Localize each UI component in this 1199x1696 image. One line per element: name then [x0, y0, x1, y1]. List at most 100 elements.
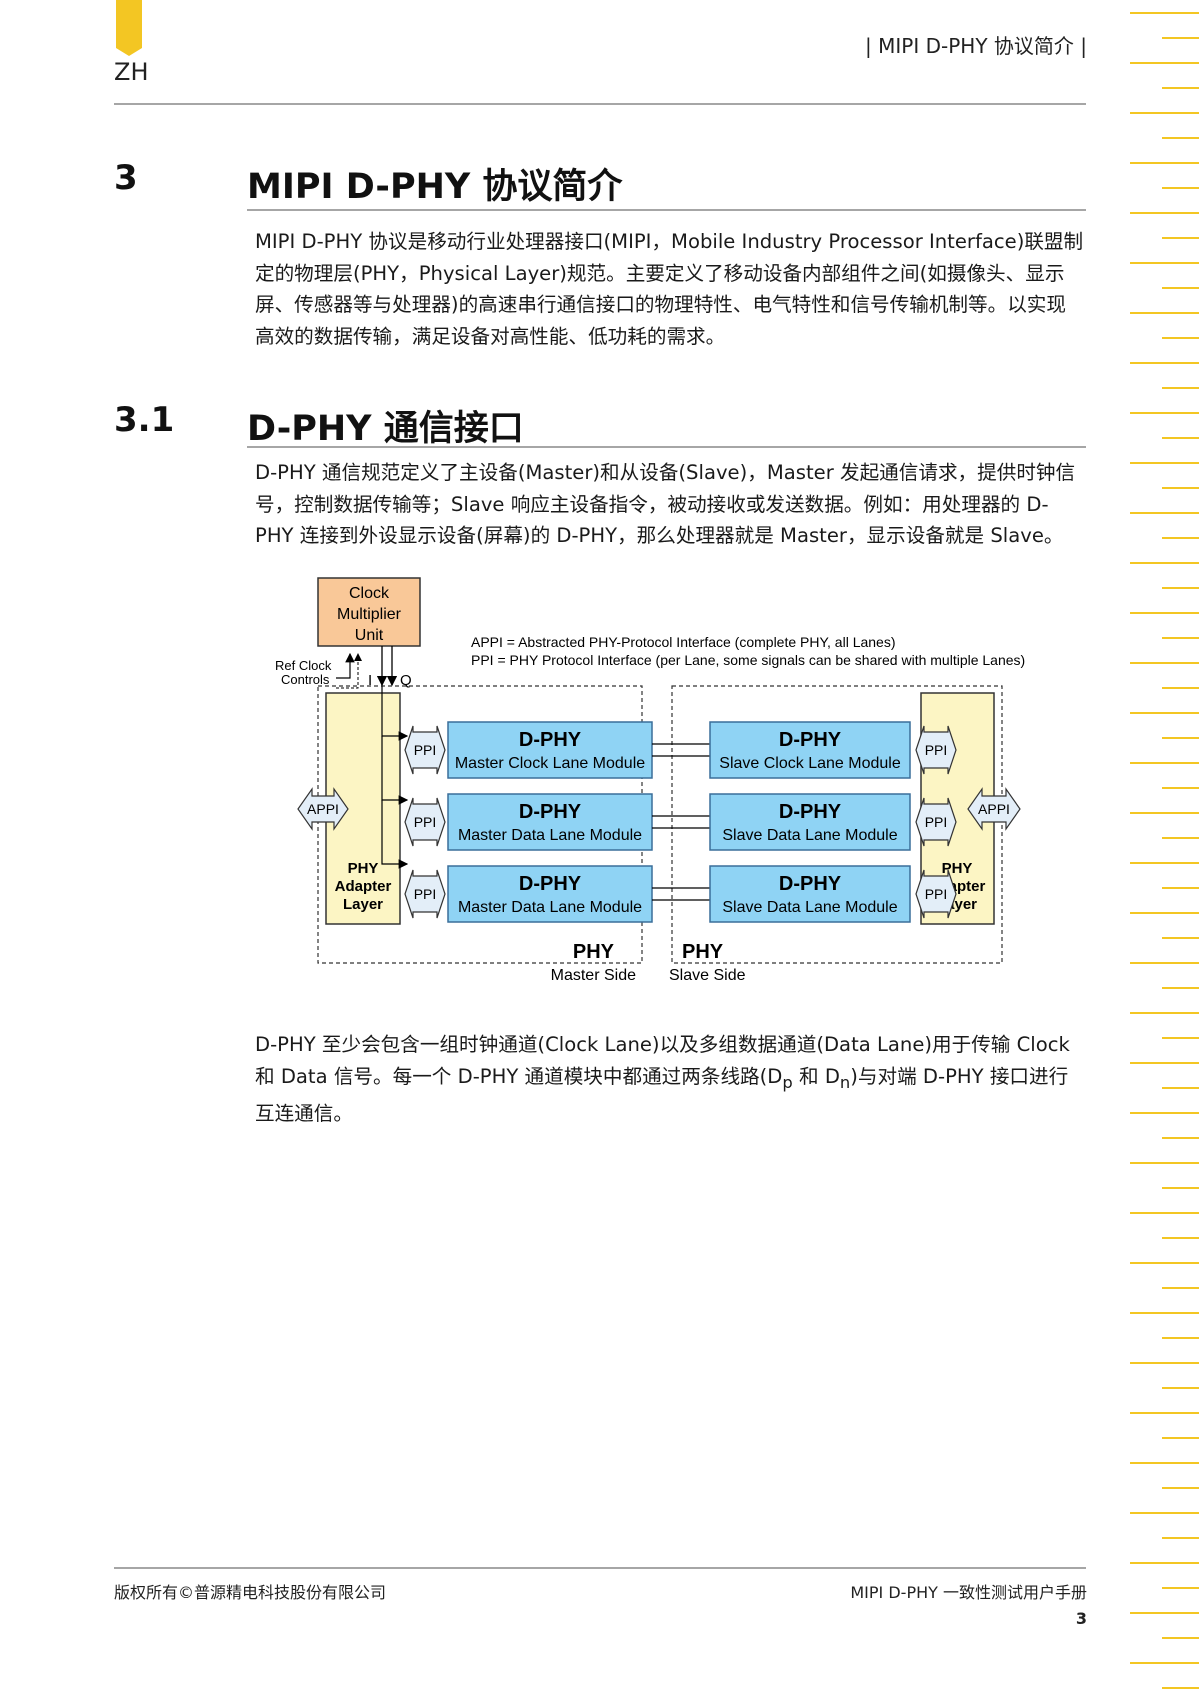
footer-rule	[114, 1567, 1086, 1569]
body-paragraph: MIPI D-PHY 协议是移动行业处理器接口(MIPI，Mobile Indu…	[255, 226, 1085, 352]
paragraph-text: D-PHY 至少会包含一组时钟通道(Clock Lane)以及多组数据通道(Da…	[255, 1033, 1070, 1125]
stripe	[1130, 1062, 1199, 1064]
q-label: Q	[400, 672, 412, 689]
clock-unit-line: Multiplier	[337, 606, 402, 623]
svg-text:APPI: APPI	[978, 801, 1010, 817]
stripe	[1130, 1212, 1199, 1214]
stripe	[1130, 962, 1199, 964]
svg-text:D-PHY: D-PHY	[779, 729, 842, 751]
slave-lane-module: D-PHY Slave Data Lane Module	[709, 865, 911, 923]
stripe	[1130, 212, 1199, 214]
stripe	[1130, 1512, 1199, 1514]
stripe	[1130, 1262, 1199, 1264]
svg-text:PPI: PPI	[414, 814, 437, 830]
stripe	[1130, 612, 1199, 614]
section-title: MIPI D-PHY 协议简介	[247, 167, 623, 207]
stripe	[1130, 1412, 1199, 1414]
svg-text:D-PHY: D-PHY	[779, 873, 842, 895]
stripe	[1130, 162, 1199, 164]
body-paragraph: D-PHY 通信规范定义了主设备(Master)和从设备(Slave)，Mast…	[255, 457, 1085, 552]
master-lane-module: D-PHY Master Clock Lane Module	[447, 721, 653, 779]
language-label: ZH	[114, 58, 149, 86]
stripe	[1162, 87, 1199, 89]
slave-phy-label: PHY	[682, 941, 724, 963]
stripe	[1162, 587, 1199, 589]
stripe	[1130, 1562, 1199, 1564]
subsection-number: 3.1	[114, 400, 175, 440]
svg-text:PHY: PHY	[942, 860, 973, 877]
svg-text:Master Clock Lane Module: Master Clock Lane Module	[455, 755, 645, 772]
stripe	[1130, 662, 1199, 664]
bookmark-tab-icon	[116, 0, 142, 56]
stripe	[1162, 1237, 1199, 1239]
stripe	[1130, 1612, 1199, 1614]
paragraph-text: D-PHY 通信规范定义了主设备(Master)和从设备(Slave)，Mast…	[255, 461, 1076, 547]
legend-appi: APPI = Abstracted PHY-Protocol Interface…	[471, 634, 896, 650]
svg-text:PPI: PPI	[414, 742, 437, 758]
stripe	[1130, 912, 1199, 914]
master-ppi-arrow: PPI	[404, 869, 446, 919]
svg-text:Adapter: Adapter	[335, 878, 392, 895]
stripe	[1130, 562, 1199, 564]
stripe	[1162, 337, 1199, 339]
svg-text:PPI: PPI	[414, 886, 437, 902]
stripe	[1130, 112, 1199, 114]
legend-ppi: PPI = PHY Protocol Interface (per Lane, …	[471, 652, 1025, 668]
svg-text:D-PHY: D-PHY	[779, 801, 842, 823]
subscript-p: p	[782, 1072, 793, 1092]
subscript-n: n	[839, 1072, 851, 1092]
stripe	[1162, 437, 1199, 439]
stripe	[1130, 812, 1199, 814]
svg-text:Layer: Layer	[343, 896, 383, 913]
stripe	[1162, 187, 1199, 189]
stripe	[1162, 1587, 1199, 1589]
stripe	[1162, 1387, 1199, 1389]
stripe	[1162, 387, 1199, 389]
stripe	[1162, 837, 1199, 839]
section-number: 3	[114, 158, 138, 198]
stripe	[1162, 137, 1199, 139]
stripe	[1130, 862, 1199, 864]
stripe	[1162, 787, 1199, 789]
svg-text:PPI: PPI	[925, 886, 948, 902]
stripe	[1162, 1487, 1199, 1489]
stripe	[1162, 887, 1199, 889]
master-ppi-arrow: PPI	[404, 797, 446, 847]
stripe	[1130, 462, 1199, 464]
svg-text:D-PHY: D-PHY	[519, 873, 582, 895]
stripe	[1130, 12, 1199, 14]
stripe	[1162, 1087, 1199, 1089]
stripe	[1130, 1012, 1199, 1014]
slave-ppi-arrow: PPI	[915, 797, 957, 847]
stripe	[1130, 1462, 1199, 1464]
body-paragraph: D-PHY 至少会包含一组时钟通道(Clock Lane)以及多组数据通道(Da…	[255, 1029, 1085, 1129]
master-side-label: Master Side	[551, 967, 636, 984]
page-number: 3	[1075, 1609, 1087, 1628]
footer-copyright: 版权所有©普源精电科技股份有限公司	[114, 1583, 387, 1602]
svg-text:Slave Clock Lane Module: Slave Clock Lane Module	[719, 755, 901, 772]
svg-text:APPI: APPI	[307, 801, 339, 817]
svg-text:D-PHY: D-PHY	[519, 729, 582, 751]
svg-text:Slave Data Lane Module: Slave Data Lane Module	[722, 899, 897, 916]
stripe	[1162, 687, 1199, 689]
stripe	[1162, 737, 1199, 739]
stripe	[1130, 62, 1199, 64]
master-adapter-layer: PHY Adapter Layer	[325, 692, 401, 925]
stripe	[1130, 412, 1199, 414]
svg-text:Master Data Lane Module: Master Data Lane Module	[458, 827, 642, 844]
svg-text:PPI: PPI	[925, 814, 948, 830]
dphy-architecture-diagram: Clock Multiplier Unit APPI = Abstracted …	[264, 574, 1064, 1006]
slave-phy-boundary	[671, 685, 1003, 964]
stripe	[1162, 1637, 1199, 1639]
slave-side-label: Slave Side	[669, 967, 746, 984]
clock-unit-line: Unit	[355, 627, 384, 644]
i-label: I	[368, 672, 372, 689]
master-phy-label: PHY	[573, 941, 615, 963]
footer-manual-title: MIPI D-PHY 一致性测试用户手册	[850, 1583, 1087, 1602]
section-rule	[247, 209, 1086, 211]
master-appi-arrow: APPI	[297, 787, 349, 831]
stripe	[1162, 1187, 1199, 1189]
stripe	[1130, 1162, 1199, 1164]
stripe	[1130, 262, 1199, 264]
